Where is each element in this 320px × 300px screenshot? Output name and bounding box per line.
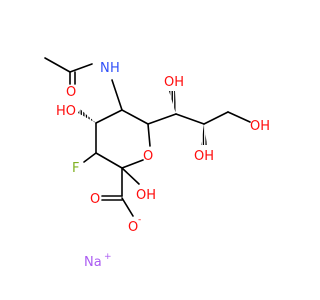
atom-o-ring: O	[143, 149, 153, 164]
atom-oh-ring4: HO	[56, 104, 76, 119]
bond-c6-c5	[121, 109, 149, 125]
bond-n-c5	[111, 79, 123, 111]
bond-carboxyl-o-neg	[121, 197, 134, 217]
atom-o-acyl: O	[66, 85, 76, 100]
hash-bond-c8-oh	[201, 124, 207, 145]
atom-n-h: H	[110, 61, 120, 76]
bond-c2-oh	[121, 167, 140, 185]
atom-n: N	[100, 61, 110, 76]
atom-oh-anomeric: OH	[136, 188, 156, 203]
bonds	[44, 57, 251, 217]
bond-c7-c8	[175, 113, 205, 125]
atom-oh-terminal: OH	[250, 119, 270, 134]
hash-bond-c4-oh	[78, 109, 96, 123]
bond-c5-c4	[95, 109, 123, 124]
molecule-drawing: O N H HO F O OH O O - OH OH OH Na +	[44, 57, 270, 270]
atom-charge-plus: +	[104, 252, 112, 262]
bond-c9-oh	[227, 111, 251, 123]
atom-o-carboxy-neg: O	[128, 220, 138, 235]
atom-f: F	[72, 161, 79, 176]
bond-c2-oring	[121, 159, 144, 169]
structure-svg: O N H HO F O OH O O - OH OH OH Na +	[44, 57, 270, 270]
bond-c8-c9	[203, 111, 229, 125]
atom-oh-side1: OH	[164, 75, 184, 90]
bond-carbonyl-n	[69, 63, 93, 73]
atom-na: Na	[84, 255, 102, 270]
bond-c3-f	[83, 152, 97, 163]
atom-o-carboxy-dbl: O	[90, 192, 100, 207]
atom-oh-side2: OH	[194, 149, 214, 164]
atom-labels: O N H HO F O OH O O - OH OH OH Na +	[56, 61, 270, 270]
bond-c6-c7	[147, 113, 177, 125]
bond-methyl-carbonyl	[44, 57, 71, 73]
bond-c3-c2	[95, 152, 123, 169]
hash-bond-c7-oh	[169, 91, 176, 114]
bond-oring-c6	[147, 123, 151, 147]
atom-charge-minus: -	[138, 215, 141, 225]
